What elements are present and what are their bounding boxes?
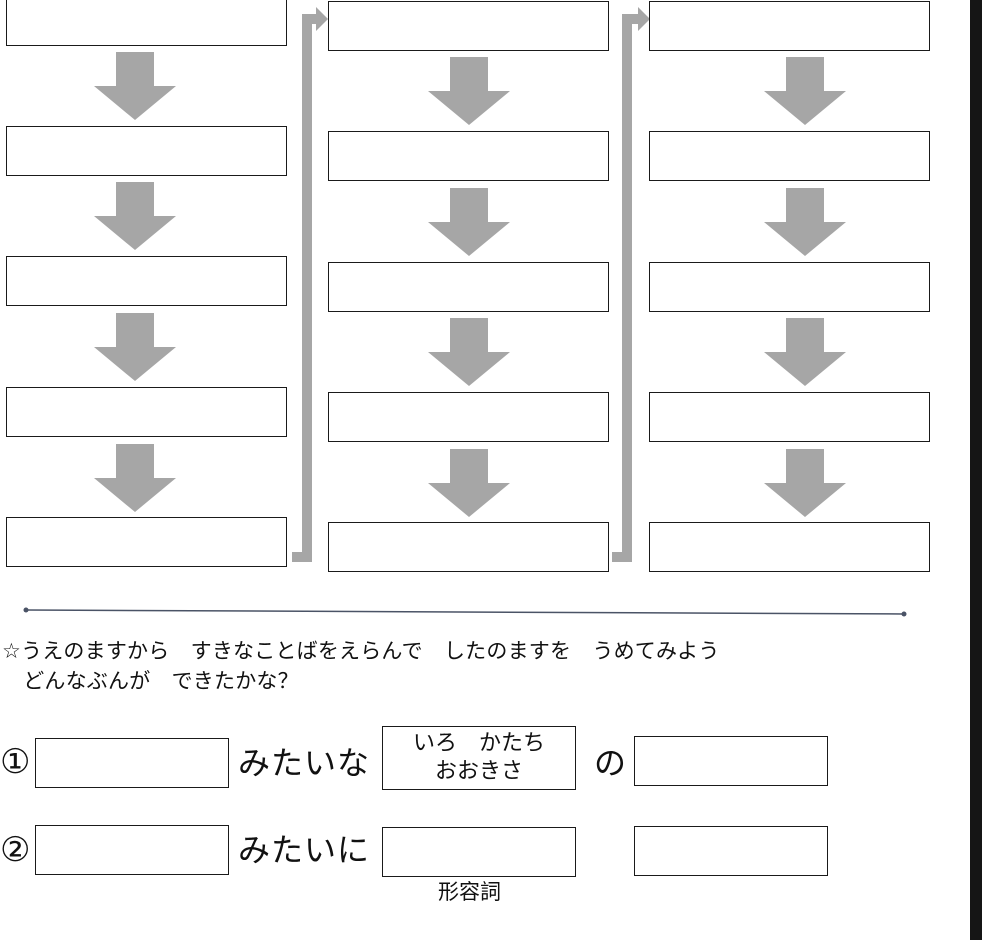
sentence-1-number: ① [0,742,31,782]
down-arrow-icon [428,57,510,125]
col1-box-3[interactable] [6,256,287,306]
sentence-1-blank-2[interactable] [634,736,828,786]
down-arrow-icon [764,449,846,517]
down-arrow-icon [94,444,176,512]
col2-box-3[interactable] [328,262,609,312]
col2-box-1[interactable] [328,1,609,51]
sentence-2-number: ② [0,830,31,870]
down-arrow-icon [764,57,846,125]
connector-arrow-icon [612,7,650,562]
divider-line [23,607,907,617]
down-arrow-icon [428,188,510,256]
connector-arrow-icon [292,7,328,562]
down-arrow-icon [94,313,176,381]
sentence-1-blank-1[interactable] [35,738,229,788]
sentence-2-connector: みたいに [238,831,371,869]
sentence-1-connector: みたいな [238,744,371,782]
col2-box-2[interactable] [328,131,609,181]
col1-box-2[interactable] [6,126,287,176]
down-arrow-icon [94,182,176,250]
adjective-label: 形容詞 [438,880,501,904]
col3-box-2[interactable] [649,131,930,181]
sentence-2-blank-1[interactable] [35,825,229,875]
col1-box-5[interactable] [6,517,287,567]
sentence-2-blank-2[interactable] [634,826,828,876]
col3-box-1[interactable] [649,1,930,51]
instruction-line-1: ☆うえのますから すきなことばをえらんで したのますを うめてみよう [2,639,720,663]
choice-line-1: いろ かたち [412,731,545,756]
sentence-1-choice-box: いろ かたち おおきさ [382,726,576,790]
down-arrow-icon [764,318,846,386]
col1-box-4[interactable] [6,387,287,437]
col2-box-5[interactable] [328,522,609,572]
sentence-1-particle: の [594,744,628,782]
col3-box-3[interactable] [649,262,930,312]
choice-line-2: おおきさ [434,759,523,784]
col3-box-5[interactable] [649,522,930,572]
down-arrow-icon [428,318,510,386]
instruction-line-2: どんなぶんが できたかな？ [2,669,299,693]
down-arrow-icon [428,449,510,517]
col3-box-4[interactable] [649,392,930,442]
down-arrow-icon [94,52,176,120]
sentence-2-blank-adjective[interactable] [382,827,576,877]
right-edge-bar [970,0,982,940]
down-arrow-icon [764,188,846,256]
col2-box-4[interactable] [328,392,609,442]
col1-box-1[interactable] [6,0,287,46]
